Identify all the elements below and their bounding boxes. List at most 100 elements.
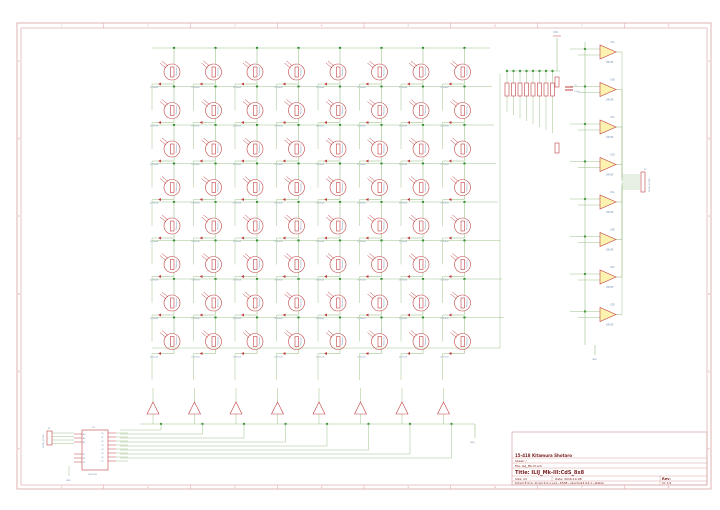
row-marker: B — [708, 137, 710, 141]
light-arrow — [369, 291, 376, 298]
diode-label: D_Small — [399, 203, 408, 205]
row-marker: C — [708, 214, 710, 218]
light-arrow — [286, 253, 293, 259]
p1-ref: P1 — [48, 428, 51, 430]
photoresistor-icon — [454, 179, 471, 196]
opamp-ref: U2C — [610, 266, 615, 269]
diode-label: D_Small — [358, 164, 367, 166]
decoder-output: O1 — [101, 437, 104, 439]
resistor-body — [253, 297, 258, 309]
light-arrow — [159, 332, 167, 338]
light-arrow — [410, 291, 418, 298]
diode-label: D_Small — [399, 280, 408, 282]
tb-date: Date: 2016-10-08 — [555, 477, 582, 481]
photoresistor-icon — [246, 140, 264, 158]
sheet-border-inner — [20, 27, 708, 486]
decoder-input: A2 — [83, 441, 85, 444]
photoresistor-icon — [288, 63, 305, 81]
resistor-body — [460, 297, 465, 309]
photoresistor-icon — [329, 63, 347, 81]
tb-kicad: KiCad E.D.A. kicad 4.0.x+e1~6508~ubuntu1… — [515, 481, 604, 485]
diode-label: D_Small — [150, 164, 159, 166]
resistor-body — [336, 105, 341, 116]
decoder-ic — [81, 429, 109, 471]
resistor-body — [211, 297, 216, 309]
light-arrow — [408, 332, 416, 338]
photoresistor-icon — [163, 333, 181, 350]
column-marker: 3 — [234, 24, 236, 28]
diode-label: D_Small — [275, 203, 284, 205]
vcc-label: VCC — [553, 30, 558, 34]
diode-label: D_Small — [399, 357, 408, 359]
resistor-body — [377, 105, 382, 116]
diode-icon — [158, 352, 161, 355]
diode-icon — [199, 82, 203, 86]
photoresistor-icon — [454, 102, 471, 119]
light-arrow — [286, 176, 293, 182]
light-arrow — [327, 60, 335, 67]
light-arrow — [452, 214, 459, 221]
sensor-label: Photores — [175, 298, 178, 307]
light-arrow — [284, 255, 291, 261]
resistor-body — [460, 66, 465, 78]
row-marker: B — [18, 137, 20, 141]
wires — [52, 38, 640, 476]
resistor-body — [211, 336, 216, 347]
light-arrow — [286, 99, 293, 105]
column-marker: 1 — [60, 24, 62, 28]
photoresistor-icon — [371, 333, 388, 350]
light-arrow — [201, 216, 208, 223]
diode-icon — [158, 159, 161, 163]
resistor-body — [460, 143, 465, 155]
diode-icon — [365, 313, 369, 317]
tb-title: Title: ILIJ_Mk-III:CdS_8x8 — [515, 470, 585, 476]
column-marker: 6 — [494, 24, 496, 28]
opamp-ref: U2B — [610, 229, 615, 232]
resistor-body — [419, 336, 424, 347]
diode-icon — [282, 82, 286, 86]
sensor-label: Photores — [300, 221, 303, 230]
diode-icon — [241, 121, 244, 124]
light-arrow — [325, 216, 333, 223]
diode-icon — [158, 236, 161, 240]
tb-company: 15-418 Kitamura Shotaro — [515, 453, 572, 458]
gnd-label: GND — [592, 359, 597, 361]
resistor-body — [170, 66, 175, 78]
sensor-label: Photores — [341, 144, 344, 153]
sensor-label: Photores — [175, 106, 178, 115]
photoresistor-icon — [412, 294, 430, 312]
light-arrow — [408, 255, 416, 261]
diode-label: D_Small — [233, 164, 242, 166]
sensor-label: Photores — [217, 106, 220, 115]
light-arrow — [367, 255, 374, 261]
column-marker: 7 — [581, 485, 583, 489]
resistor-body — [170, 182, 175, 193]
gnd-label: GND — [66, 480, 71, 482]
buffer-icon — [188, 401, 201, 415]
photoresistor-icon — [454, 333, 471, 350]
sensor-label: Photores — [300, 183, 303, 192]
photoresistor-icon — [288, 102, 305, 119]
photoresistor-icon — [205, 294, 222, 312]
resistor-body — [294, 182, 299, 193]
column-marker: 6 — [494, 485, 496, 489]
photoresistor-icon — [288, 140, 305, 158]
light-arrow — [244, 291, 252, 298]
